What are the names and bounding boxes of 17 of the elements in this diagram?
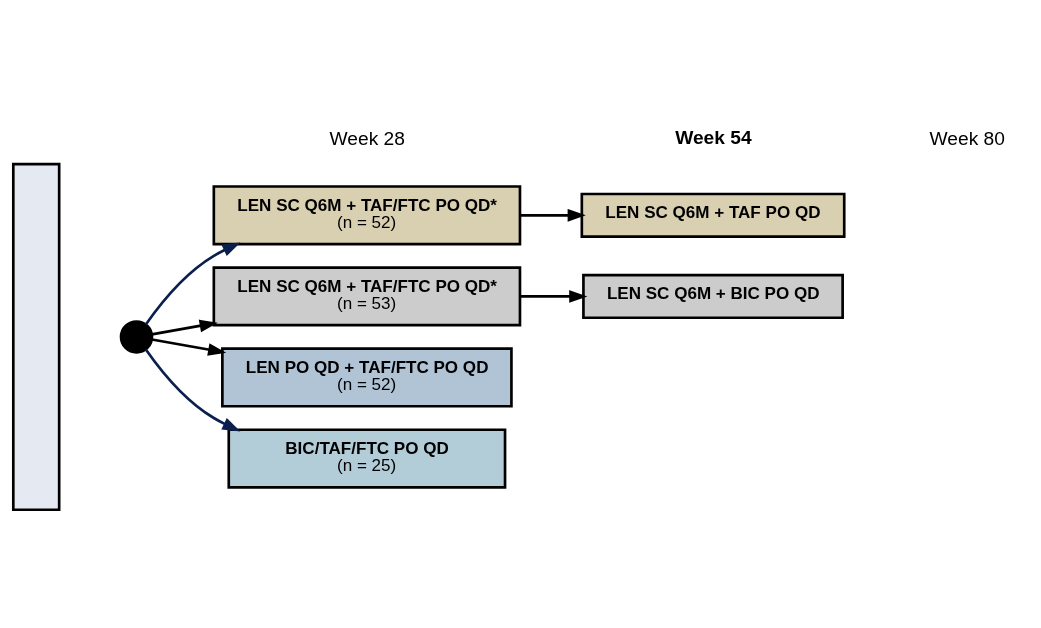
label: Week 28	[329, 128, 405, 150]
node-box: LEN SC Q6M + BIC PO QD	[582, 273, 844, 320]
node-circle	[119, 320, 154, 354]
arrow	[520, 290, 588, 303]
node-box: LEN SC Q6M + TAF PO QD	[580, 192, 846, 238]
node-box: BIC/TAF/FTC PO QD (n = 25)	[227, 428, 507, 489]
node-box	[11, 162, 61, 512]
arrow	[520, 208, 586, 222]
node-box: LEN PO QD + TAF/FTC PO QD (n = 52)	[221, 347, 513, 408]
node-box: LEN SC Q6M + TAF/FTC PO QD* (n = 53)	[212, 266, 522, 327]
label: Week 80	[929, 128, 1005, 150]
arrow	[151, 338, 227, 356]
arrow	[144, 242, 241, 326]
arrow	[144, 348, 241, 432]
node-box: LEN SC Q6M + TAF/FTC PO QD* (n = 52)	[212, 185, 522, 246]
label: Week 54	[675, 127, 752, 149]
arrow	[151, 319, 218, 336]
